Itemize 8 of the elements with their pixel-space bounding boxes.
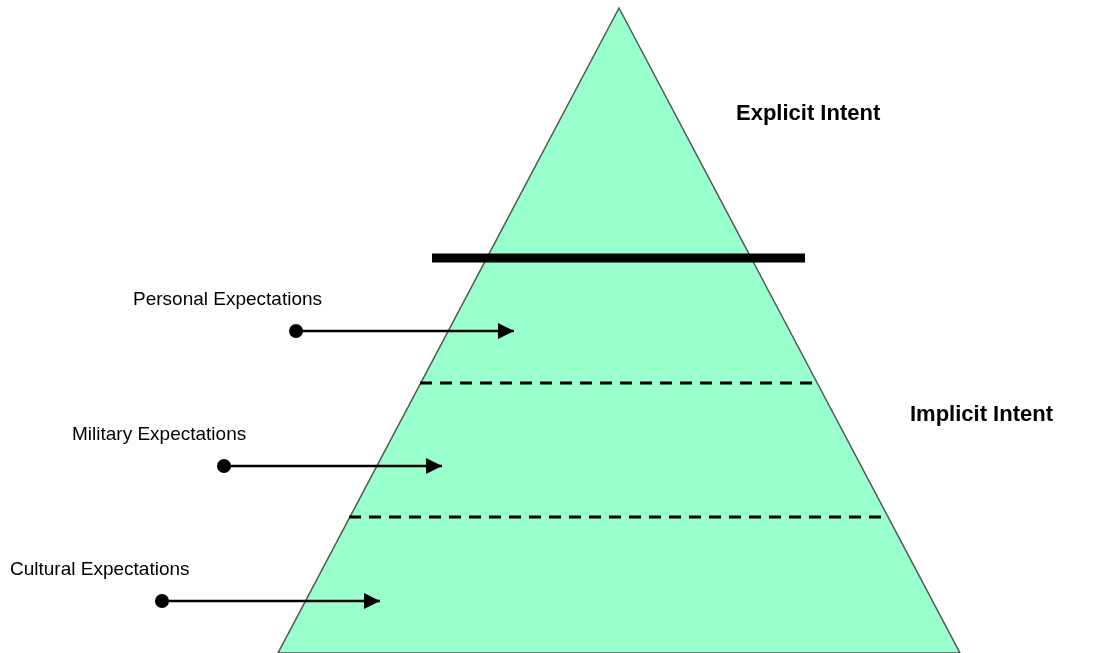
expectation-label: Personal Expectations (133, 287, 323, 331)
intent-label: Implicit Intent (910, 401, 1053, 427)
intent-label: Explicit Intent (736, 100, 881, 126)
expectation-label: Military Expectations (72, 422, 247, 466)
arrow (217, 458, 442, 474)
arrow (289, 323, 514, 339)
arrow (155, 593, 380, 609)
expectation-label: Cultural Expectations (10, 557, 190, 601)
